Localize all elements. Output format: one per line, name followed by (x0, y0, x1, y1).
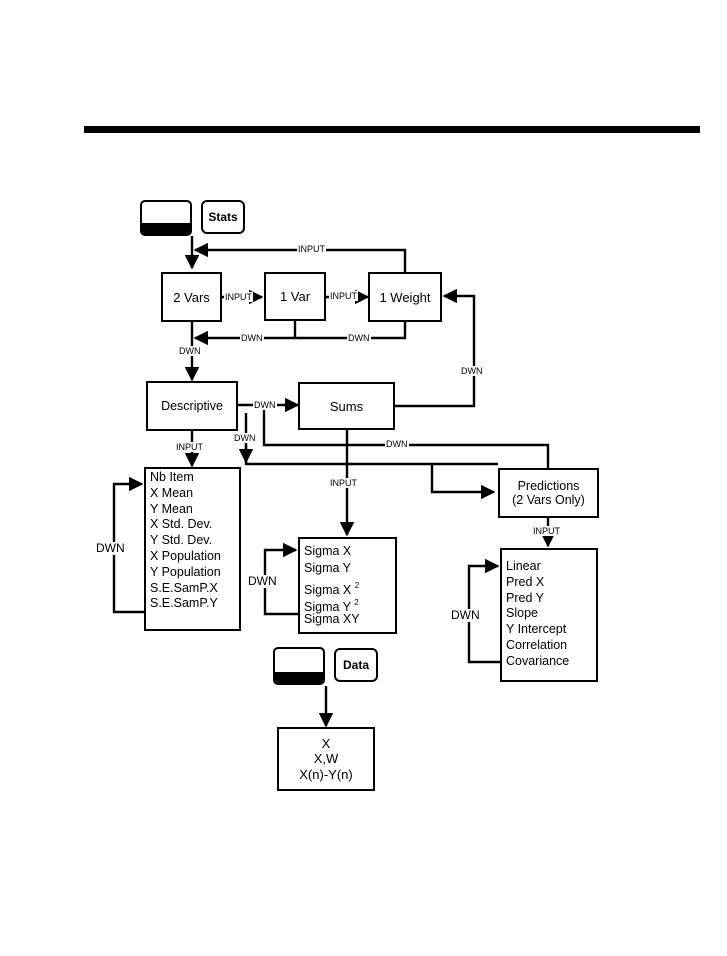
list-item: Slope (506, 606, 538, 621)
input-label: INPUT (297, 244, 326, 254)
dwn-label: DWN (178, 346, 202, 356)
list-item: Linear (506, 559, 541, 573)
list-item: X Std. Dev. (150, 517, 213, 532)
stats-key: Stats (201, 200, 245, 234)
list-item: S.E.SamP.Y (150, 596, 218, 611)
descriptive-box: Descriptive (146, 381, 238, 431)
sums-box: Sums (298, 382, 395, 430)
shift-key-icon (273, 647, 325, 685)
list-item-text: Sigma XY (304, 612, 360, 626)
data-key: Data (334, 648, 378, 682)
list-item: Y Population (150, 564, 221, 579)
list-item: Y Mean (150, 501, 193, 516)
list-item: Nb Item (150, 470, 194, 484)
descriptive-list: Nb Item X Mean Y Mean X Std. Dev. Y Std.… (144, 467, 241, 631)
predictions-box: Predictions (2 Vars Only) (498, 468, 599, 518)
input-label: INPUT (175, 442, 204, 452)
list-item: Y Std. Dev. (150, 533, 213, 548)
list-item: Sigma Y (304, 560, 395, 577)
dwn-label: DWN (347, 333, 371, 343)
sums-label: Sums (329, 398, 364, 414)
dwn-label: DWN (248, 574, 277, 588)
two-vars-label: 2 Vars (173, 289, 210, 305)
descriptive-label: Descriptive (161, 399, 223, 413)
list-item: Correlation (506, 637, 568, 652)
shift-key-icon (140, 200, 192, 236)
list-item-text: Sigma X (304, 583, 352, 597)
list-item: Sigma X (304, 543, 395, 560)
one-weight-box: 1 Weight (368, 272, 442, 322)
dwn-label: DWN (240, 333, 264, 343)
list-item-text: Sigma X (304, 544, 352, 558)
dwn-label: DWN (385, 439, 409, 449)
dwn-label: DWN (460, 366, 484, 376)
list-item: X Population (150, 548, 221, 563)
input-label: INPUT (329, 291, 358, 301)
superscript: 2 (354, 581, 360, 590)
list-item: X Mean (150, 485, 194, 500)
input-label: INPUT (532, 526, 561, 536)
input-label: INPUT (224, 292, 253, 302)
list-item: Sigma XY (304, 611, 395, 628)
one-var-box: 1 Var (264, 272, 326, 321)
two-vars-box: 2 Vars (161, 272, 222, 322)
sums-list: Sigma X Sigma Y Sigma X 2 Sigma Y 2 Sigm… (298, 537, 397, 634)
list-item: Pred Y (506, 590, 544, 605)
superscript: 2 (354, 598, 359, 607)
list-item: Y Intercept (506, 622, 567, 637)
one-var-label: 1 Var (279, 289, 311, 304)
list-item: Pred X (506, 574, 545, 589)
input-label: INPUT (329, 478, 358, 488)
list-item: X (321, 735, 331, 751)
dwn-label: DWN (96, 541, 125, 555)
list-item: Covariance (506, 653, 570, 668)
list-item-text: Sigma Y (304, 600, 351, 614)
header-rule (84, 126, 700, 133)
list-item: Sigma Y 2 (304, 594, 395, 614)
stats-key-label: Stats (208, 210, 238, 224)
list-item: Sigma X 2 (304, 577, 395, 597)
data-key-label: Data (342, 658, 369, 672)
list-item-text: Sigma Y (304, 561, 352, 575)
list-item: X,W (313, 751, 339, 767)
dwn-label: DWN (253, 400, 277, 410)
predictions-label-2: (2 Vars Only) (512, 493, 585, 507)
predictions-label-1: Predictions (517, 479, 580, 493)
list-item: X(n)-Y(n) (299, 766, 353, 782)
dwn-label: DWN (451, 608, 480, 622)
list-item: S.E.SamP.X (150, 580, 218, 595)
one-weight-label: 1 Weight (379, 289, 431, 305)
predictions-list: Linear Pred X Pred Y Slope Y Intercept C… (500, 548, 598, 682)
dwn-label: DWN (233, 433, 257, 443)
data-list: X X,W X(n)-Y(n) (277, 727, 375, 791)
